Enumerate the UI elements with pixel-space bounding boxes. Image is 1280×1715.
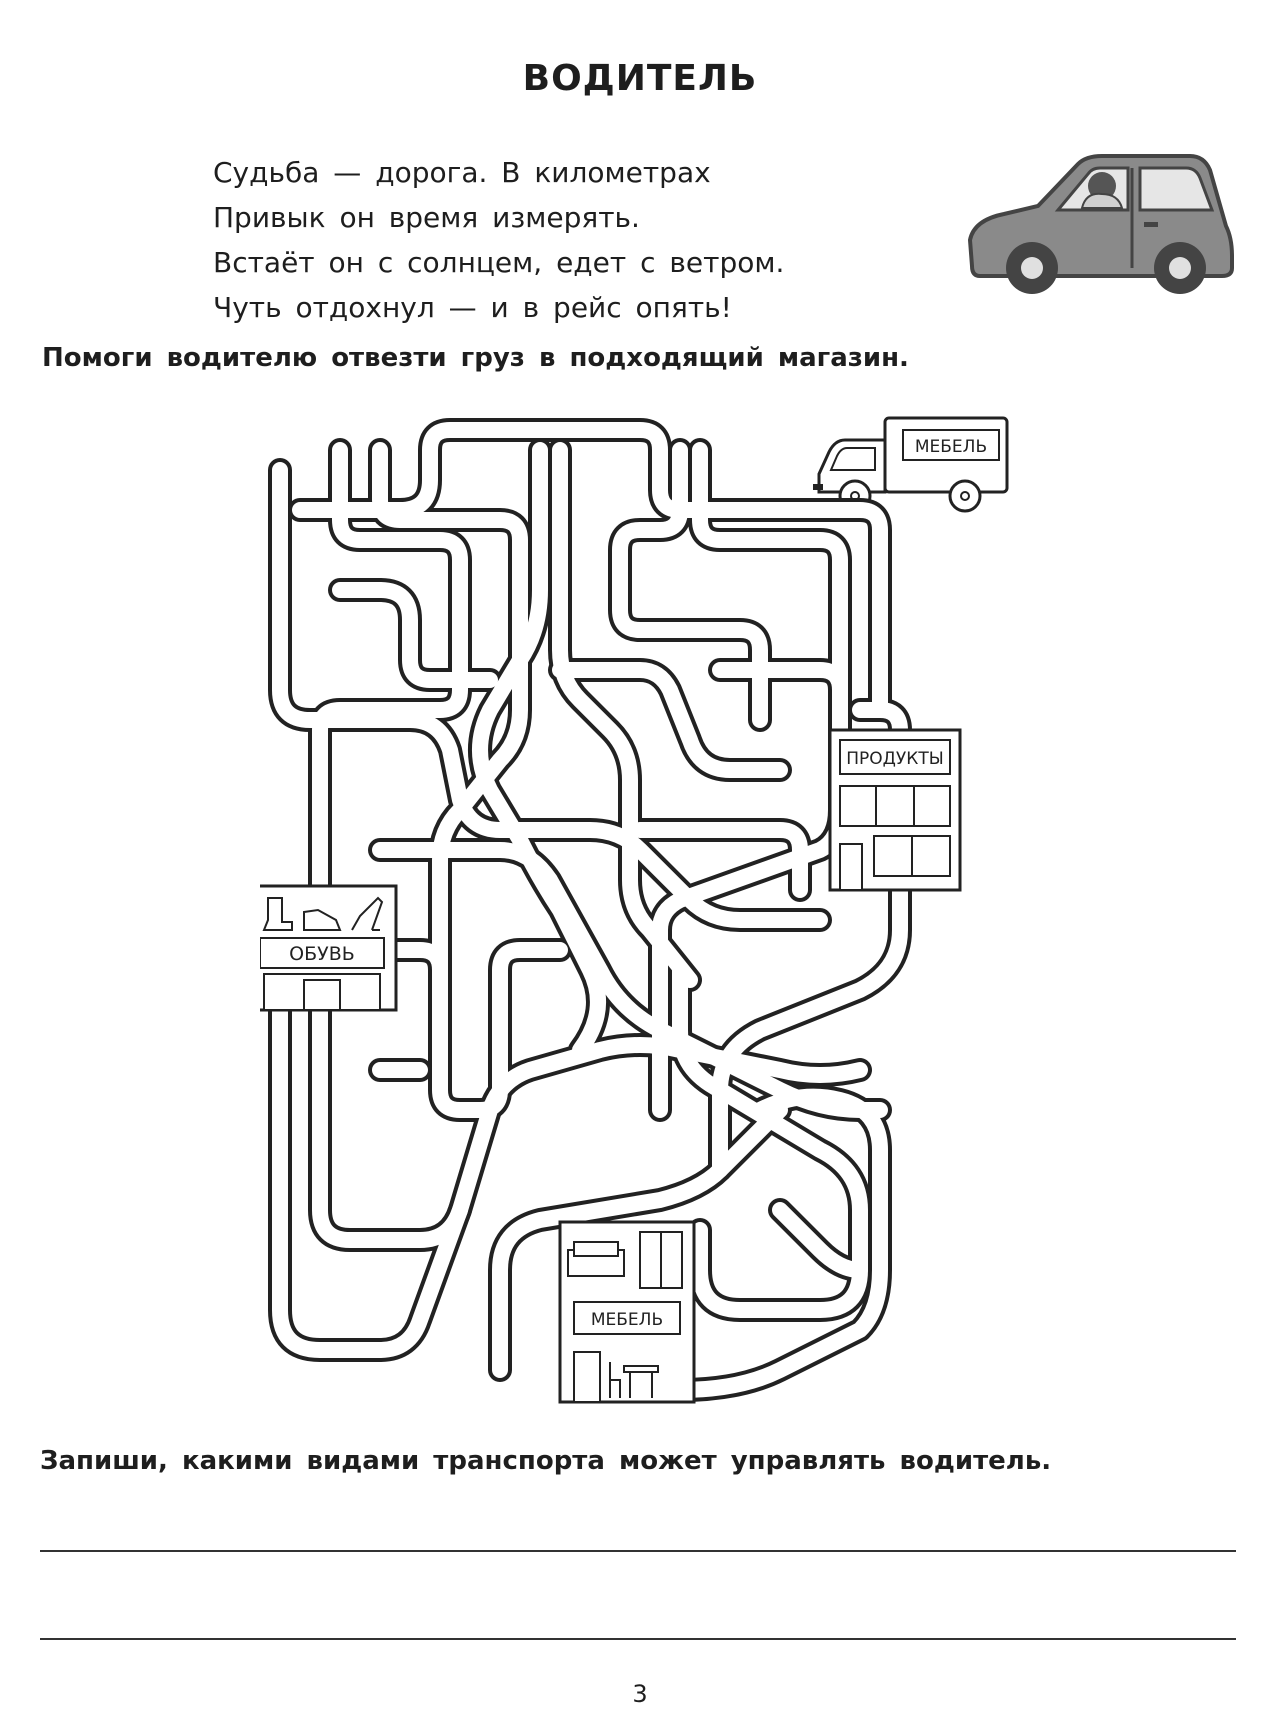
maze-roads xyxy=(268,418,912,1402)
store-furniture: МЕБЕЛЬ xyxy=(558,1220,696,1404)
truck-icon: МЕБЕЛЬ xyxy=(813,416,1009,513)
high-heel-icon xyxy=(351,896,384,931)
answer-line[interactable] xyxy=(40,1550,1236,1552)
store-shoes-sign: ОБУВЬ xyxy=(289,943,355,965)
task-instruction-write: Запиши, какими видами транспорта может у… xyxy=(40,1446,1052,1476)
maze: МЕБЕЛЬ xyxy=(260,416,1009,1404)
page-number: 3 xyxy=(632,1680,648,1708)
store-furniture-sign: МЕБЕЛЬ xyxy=(591,1310,663,1330)
armchair-icon xyxy=(567,1241,625,1277)
poem-line: Судьба — дорога. В километрах xyxy=(213,156,711,189)
truck-sign-label: МЕБЕЛЬ xyxy=(915,437,987,457)
poem-line: Встаёт он с солнцем, едет с ветром. xyxy=(213,246,785,279)
wardrobe-icon xyxy=(639,1231,683,1289)
poem-line: Чуть отдохнул — и в рейс опять! xyxy=(213,291,732,324)
table-icon xyxy=(623,1365,659,1398)
poem-line: Привык он время измерять. xyxy=(213,201,640,234)
poem: Судьба — дорога. В километрах Привык он … xyxy=(213,150,784,330)
store-shoes: ОБУВЬ xyxy=(260,884,398,1012)
task-instruction-maze: Помоги водителю отвезти груз в подходящи… xyxy=(42,343,909,373)
store-groceries-sign: ПРОДУКТЫ xyxy=(846,749,944,769)
answer-line[interactable] xyxy=(40,1638,1236,1640)
car-icon xyxy=(967,154,1234,294)
sneaker-icon xyxy=(303,908,342,931)
chair-icon xyxy=(609,1362,621,1398)
page-title: ВОДИТЕЛЬ xyxy=(522,58,758,99)
boot-icon xyxy=(262,897,293,931)
store-groceries: ПРОДУКТЫ xyxy=(828,728,962,892)
